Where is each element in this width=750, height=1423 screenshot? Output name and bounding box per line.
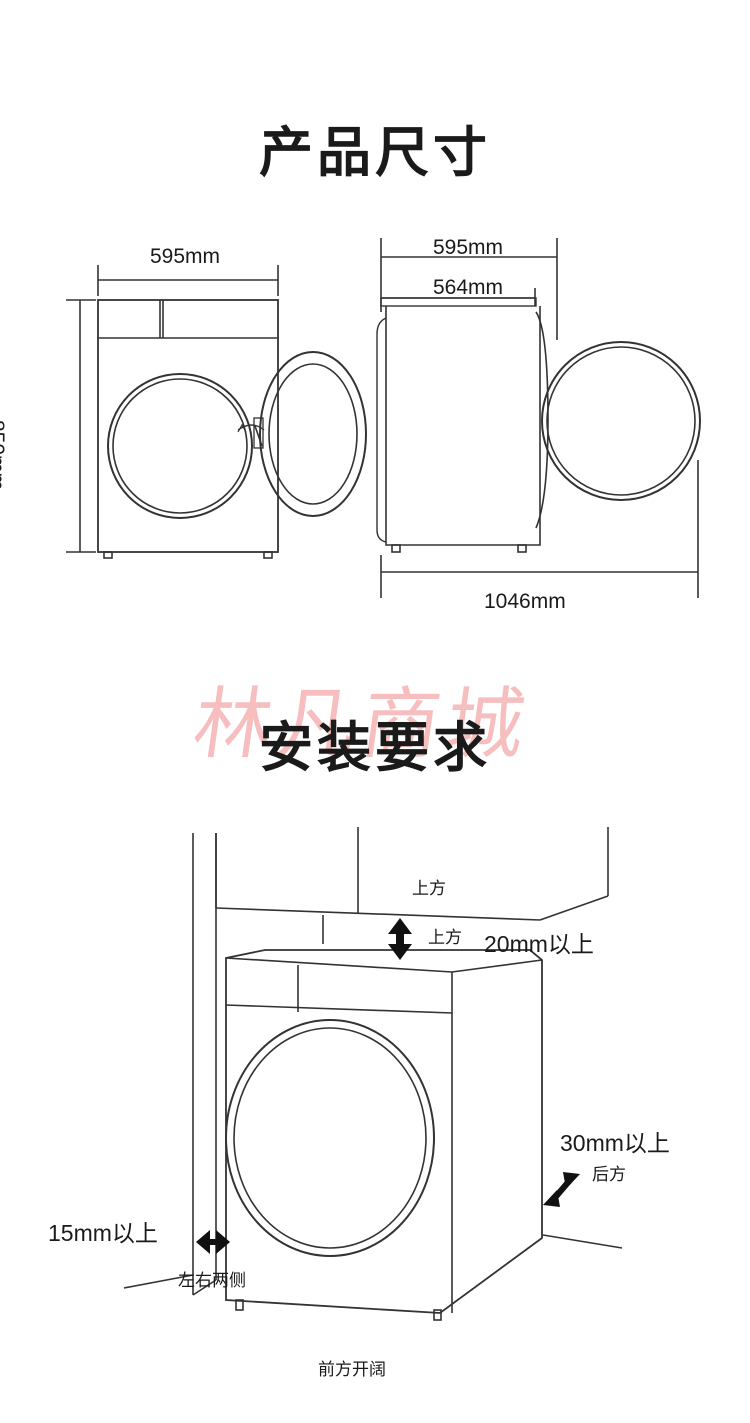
side-clearance-arrow [196,1230,230,1254]
front-label: 前方开阔 [318,1360,386,1379]
back-clearance-label: 30mm以上 [560,1130,670,1156]
side-view-washer [376,297,701,553]
upper-cabinet-label: 上方 [412,879,446,898]
top-clearance-arrow [388,918,412,960]
side-depth-body-label: 564mm [433,276,504,299]
side-clearance-label: 15mm以上 [48,1220,158,1246]
installation-requirements-title: 安装要求 [259,716,491,779]
height-dimension-line [66,299,96,553]
top-clearance-label: 20mm以上 [484,931,594,957]
front-view-washer [97,299,367,559]
product-dimensions-title: 产品尺寸 [259,121,491,184]
back-label: 后方 [592,1165,626,1184]
back-clearance-arrow [543,1172,580,1207]
depth-door-open-dimension-line [380,460,699,598]
installation-washer [225,949,543,1321]
front-width-label: 595mm [150,245,221,268]
top-arrow-label: 上方 [428,928,462,947]
upper-cabinet [215,827,609,921]
depth-door-open-label: 1046mm [484,590,566,613]
side-wall [192,833,217,1296]
side-label: 左右两侧 [178,1271,246,1290]
side-depth-total-label: 595mm [433,236,504,259]
front-width-dimension-line [97,265,279,296]
